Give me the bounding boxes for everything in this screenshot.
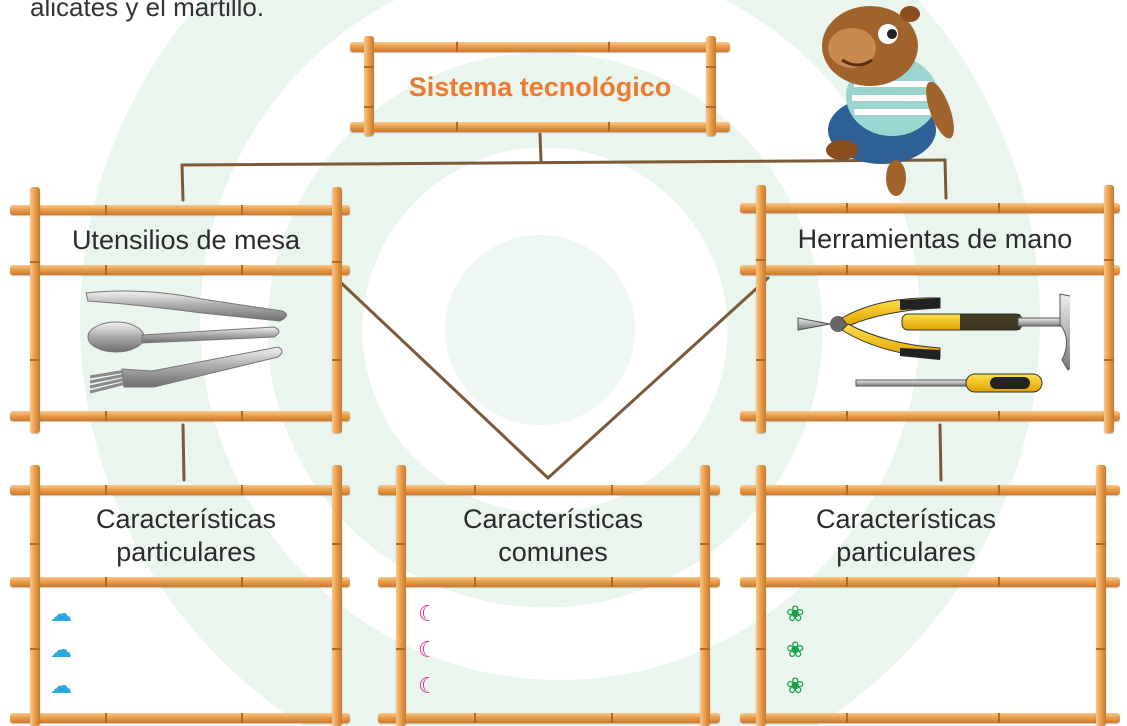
column-heading-right-line2: particulares xyxy=(836,537,976,567)
column-heading-right: Características particulares xyxy=(766,495,1046,577)
cloud-icon: ☁ xyxy=(50,673,72,698)
column-heading-left-line1: Características xyxy=(95,504,277,535)
column-heading-left: Características particulares xyxy=(40,495,332,577)
moon-icon: ☾ xyxy=(418,637,438,662)
moon-icon: ☾ xyxy=(418,673,438,698)
right-category-frame: Herramientas de mano xyxy=(740,185,1120,433)
capybara-mascot xyxy=(822,6,954,196)
category-label-right: Herramientas de mano xyxy=(797,223,1073,254)
left-category-frame: Utensilios de mesa xyxy=(10,187,350,433)
flower-icon: ❀ xyxy=(786,637,805,662)
flower-icon: ❀ xyxy=(786,673,805,698)
column-heading-middle-line2: comunes xyxy=(498,537,608,567)
left-characteristics-frame: Características particulares ☁ ☁ ☁ xyxy=(10,465,350,726)
moon-icon: ☾ xyxy=(418,601,438,626)
tools-image xyxy=(797,293,1070,393)
column-heading-middle-line1: Características xyxy=(462,504,644,535)
diagram-title: Sistema tecnológico xyxy=(408,71,672,102)
intro-text: alicates y el martillo. xyxy=(30,0,265,22)
column-heading-middle: Características comunes xyxy=(406,495,700,577)
category-label-left: Utensilios de mesa xyxy=(71,224,301,255)
right-characteristics-frame: Características particulares ❀ ❀ ❀ xyxy=(740,465,1120,726)
cloud-icon: ☁ xyxy=(50,637,72,662)
title-frame: Sistema tecnológico xyxy=(350,36,730,136)
middle-characteristics-frame: Características comunes ☾ ☾ ☾ xyxy=(378,465,720,726)
cutlery-image xyxy=(85,290,287,394)
column-heading-right-line1: Características xyxy=(815,504,997,535)
column-heading-left-line2: particulares xyxy=(116,537,256,567)
flower-icon: ❀ xyxy=(786,601,805,626)
cloud-icon: ☁ xyxy=(50,601,72,626)
